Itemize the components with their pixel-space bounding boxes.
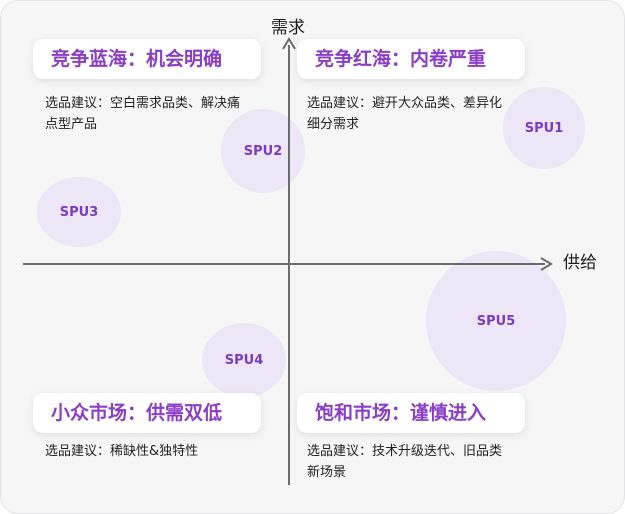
spu-bubble-4: SPU4	[202, 323, 286, 397]
spu-label: SPU3	[59, 204, 99, 220]
quadrant-title-bottom-right: 饱和市场：谨慎进入	[297, 393, 525, 433]
x-axis-line	[23, 263, 545, 265]
spu-bubble-2: SPU2	[221, 109, 305, 193]
spu-label: SPU1	[524, 120, 564, 136]
quadrant-title-top-right: 竞争红海：内卷严重	[297, 39, 525, 79]
quadrant-note-bottom-left: 选品建议：稀缺性&独特性	[45, 444, 199, 459]
x-axis-arrow-icon	[540, 257, 553, 271]
spu-label: SPU2	[243, 143, 283, 159]
spu-label: SPU4	[224, 352, 264, 368]
quadrant-note-top-left: 选品建议：空白需求品类、解决痛点型产品	[45, 96, 241, 132]
y-axis-arrow-icon	[282, 37, 296, 50]
y-axis-label: 需求	[271, 18, 305, 38]
quadrant-title-top-left: 竞争蓝海：机会明确	[33, 39, 261, 79]
spu-bubble-1: SPU1	[503, 87, 585, 169]
y-axis-line	[288, 45, 290, 485]
spu-bubble-5: SPU5	[426, 251, 566, 391]
quadrant-note-top-right: 选品建议：避开大众品类、差异化细分需求	[307, 96, 503, 132]
quadrant-note-bottom-right: 选品建议：技术升级迭代、旧品类新场景	[307, 444, 503, 480]
spu-bubble-3: SPU3	[37, 177, 121, 247]
spu-label: SPU5	[476, 313, 516, 329]
x-axis-label: 供给	[563, 253, 597, 273]
quadrant-title-bottom-left: 小众市场：供需双低	[33, 393, 261, 433]
